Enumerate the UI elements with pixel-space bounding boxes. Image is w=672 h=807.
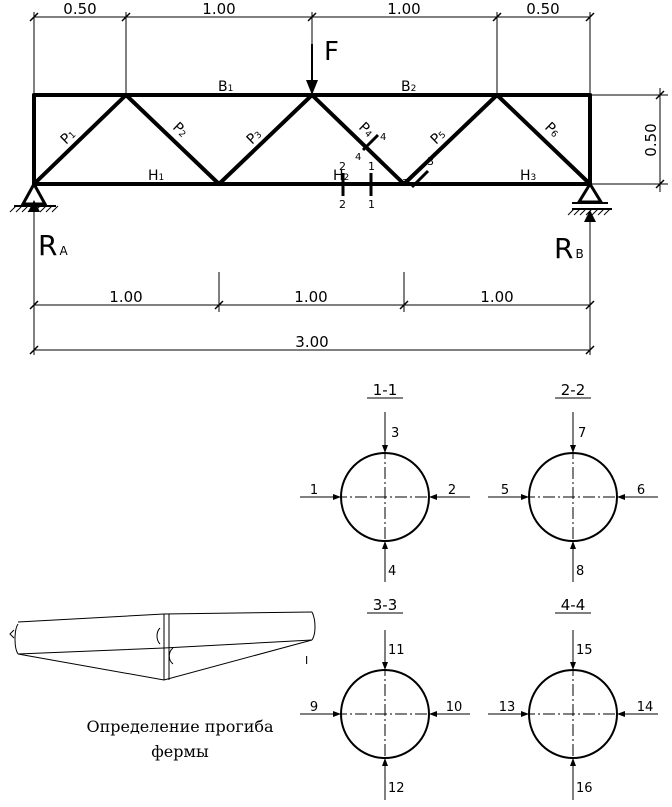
- section-1-1: 1-1 1 2 3 4: [300, 381, 470, 582]
- diagonal-p1: [32, 93, 128, 186]
- total-dim: 3.00: [295, 333, 328, 351]
- height-dimension: 0.50: [590, 88, 668, 192]
- section-mark-3-left: 3: [402, 178, 408, 189]
- point-7: 7: [578, 426, 586, 441]
- section-cut-marks: 1 1 2 2 3 3 4 4: [339, 132, 434, 211]
- label-h2: H2: [333, 168, 349, 184]
- section-2-2: 2-2 5 6 7 8: [488, 381, 658, 582]
- section-title-4-4: 4-4: [561, 596, 586, 614]
- force-label: F: [324, 37, 339, 67]
- truss-members: [32, 93, 592, 186]
- point-13: 13: [499, 700, 516, 715]
- top-dim-3: 1.00: [387, 0, 420, 18]
- section-mark-1-top: 1: [368, 160, 375, 173]
- label-h1: H1: [148, 168, 164, 184]
- section-title-2-2: 2-2: [561, 381, 586, 399]
- section-3-3: 3-3 9 10 11 12: [300, 596, 470, 800]
- diagonal-p4: [310, 93, 406, 186]
- section-mark-1-bottom: 1: [368, 198, 375, 211]
- point-2: 2: [448, 483, 456, 498]
- top-dim-2: 1.00: [202, 0, 235, 18]
- section-mark-4-left: 4: [355, 152, 361, 163]
- point-6: 6: [637, 483, 645, 498]
- point-16: 16: [576, 781, 593, 796]
- top-dim-1: 0.50: [63, 0, 96, 18]
- point-5: 5: [501, 483, 509, 498]
- label-b1: B1: [218, 79, 233, 95]
- bottom-dim-2: 1.00: [294, 288, 327, 306]
- top-dim-4: 0.50: [526, 0, 559, 18]
- diagonal-p5: [402, 93, 499, 186]
- bottom-dim-1: 1.00: [109, 288, 142, 306]
- diagonal-p2: [124, 93, 221, 186]
- point-10: 10: [446, 700, 463, 715]
- diagonal-p6: [495, 93, 592, 186]
- section-title-1-1: 1-1: [373, 381, 398, 399]
- top-dimension-chain: 0.50 1.00 1.00 0.50: [29, 0, 595, 96]
- point-12: 12: [388, 781, 405, 796]
- section-4-4: 4-4 13 14 15 16: [488, 596, 658, 800]
- point-15: 15: [576, 643, 593, 658]
- section-mark-2-top: 2: [339, 160, 346, 173]
- deflection-caption-line2: фермы: [151, 742, 209, 761]
- section-mark-2-bottom: 2: [339, 198, 346, 211]
- deflection-mark: I: [305, 654, 308, 667]
- section-mark-4-right: 4: [380, 132, 386, 143]
- label-h3: H3: [520, 168, 536, 184]
- section-title-3-3: 3-3: [373, 596, 398, 614]
- point-9: 9: [310, 700, 318, 715]
- force-arrow: F: [306, 37, 339, 95]
- point-4: 4: [388, 564, 396, 579]
- point-1: 1: [310, 483, 318, 498]
- label-b2: B2: [401, 79, 416, 95]
- point-8: 8: [576, 564, 584, 579]
- cross-sections: 1-1 1 2 3 4 2-2: [300, 381, 658, 800]
- deflection-caption-line1: Определение прогиба: [86, 717, 274, 736]
- point-11: 11: [388, 643, 405, 658]
- point-3: 3: [391, 426, 399, 441]
- bottom-dim-3: 1.00: [480, 288, 513, 306]
- bottom-dimension-chain: 1.00 1.00 1.00 3.00: [29, 262, 595, 355]
- point-14: 14: [637, 700, 654, 715]
- height-dim-label: 0.50: [642, 123, 660, 156]
- deflection-sketch: I Определение прогиба фермы: [9, 611, 316, 761]
- diagonal-p3: [217, 93, 314, 186]
- section-mark-3-right: 3: [427, 155, 434, 168]
